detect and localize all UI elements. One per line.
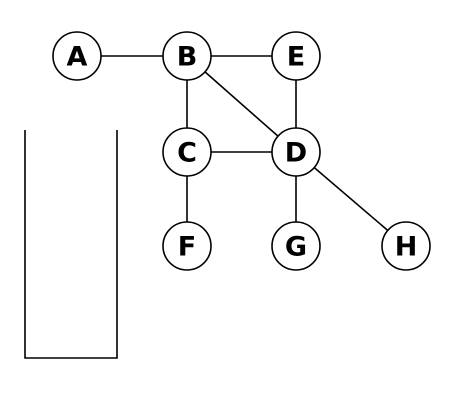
node-label: C (177, 138, 197, 169)
node-d: D (271, 127, 321, 177)
stack-container (24, 130, 118, 359)
graph-nodes: A B E C D F G H (52, 31, 431, 271)
graph-edges (77, 55, 407, 247)
node-circle (271, 221, 321, 271)
node-a: A (52, 31, 102, 81)
node-label: D (285, 138, 307, 169)
node-circle (52, 31, 102, 81)
node-circle (381, 221, 431, 271)
node-label: F (178, 232, 196, 263)
node-e: E (271, 31, 321, 81)
node-g: G (271, 221, 321, 271)
node-label: B (177, 42, 198, 73)
node-label: H (395, 232, 418, 263)
node-label: G (285, 232, 307, 263)
node-circle (162, 127, 212, 177)
node-circle (162, 31, 212, 81)
node-circle (162, 221, 212, 271)
node-h: H (381, 221, 431, 271)
node-label: A (67, 42, 88, 73)
node-f: F (162, 221, 212, 271)
node-c: C (162, 127, 212, 177)
node-label: E (287, 42, 305, 73)
node-b: B (162, 31, 212, 81)
node-circle (271, 127, 321, 177)
node-circle (271, 31, 321, 81)
